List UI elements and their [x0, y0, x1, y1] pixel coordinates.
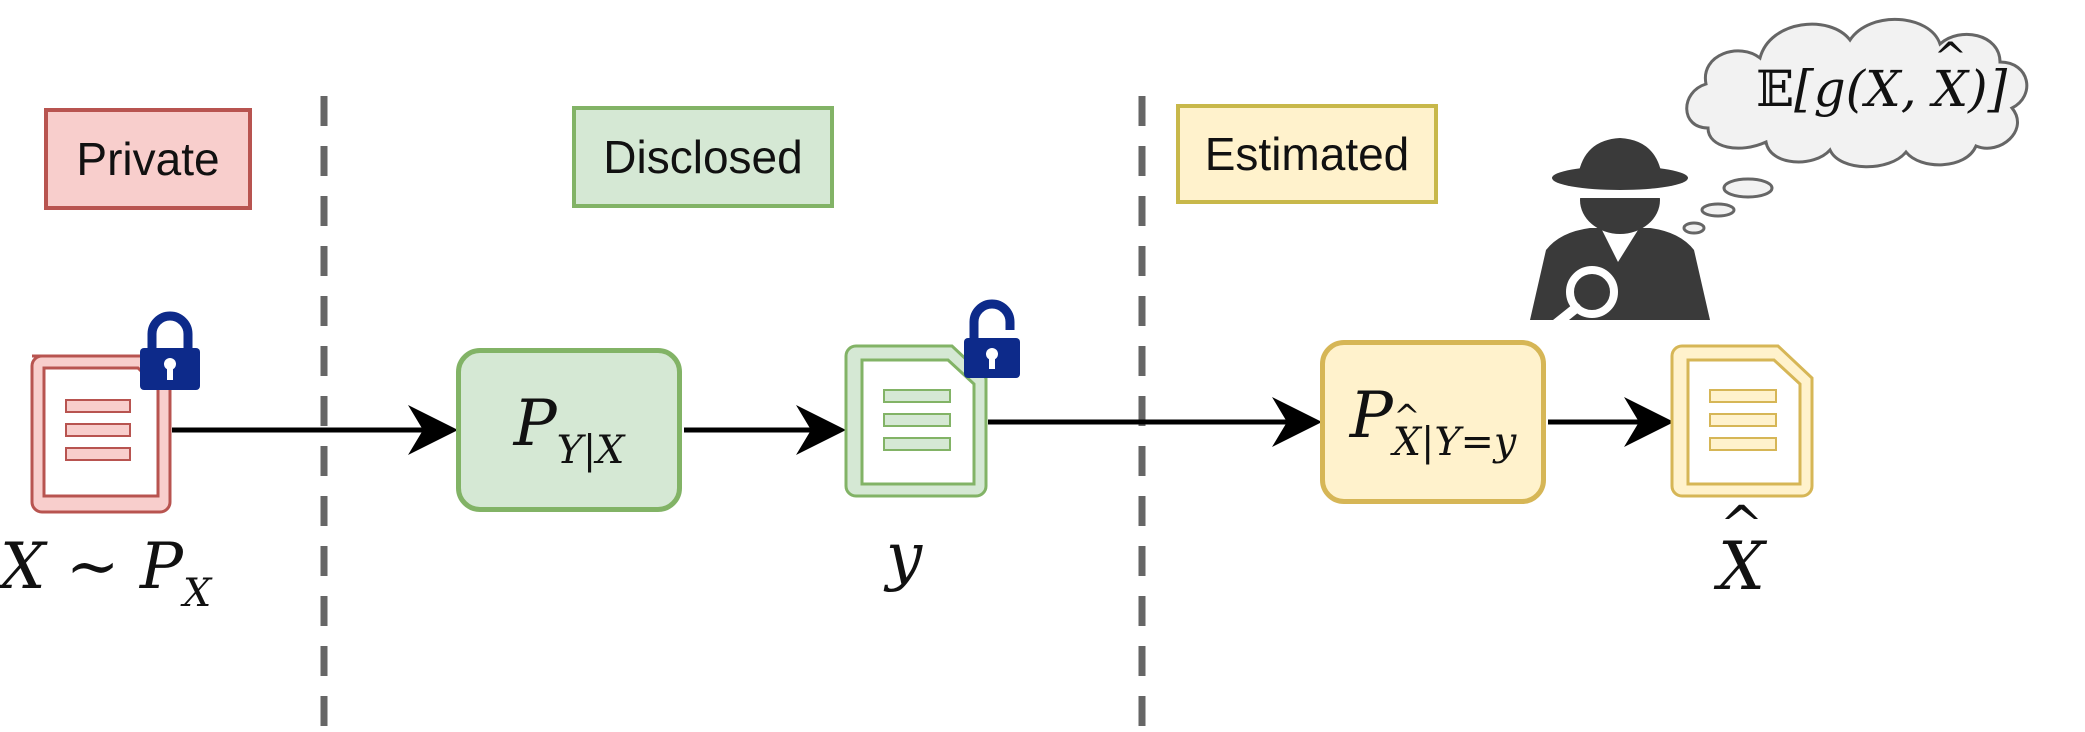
- private-document-icon: [30, 354, 172, 514]
- thought-expression: 𝔼[g(X, X)]: [1756, 35, 2008, 118]
- thought-hat-var: X: [1933, 35, 1969, 118]
- mechanism-sub: Y|X: [556, 426, 625, 473]
- source-var-sub: X: [182, 569, 212, 616]
- source-var-main: X: [0, 530, 46, 604]
- source-var-sep: ∼: [65, 530, 120, 604]
- mechanism-main: P: [513, 387, 557, 462]
- estimator-sub-hat: X: [1393, 399, 1422, 465]
- estimate-variable-label: X: [1718, 495, 1765, 605]
- thought-expectation: 𝔼: [1756, 60, 1795, 118]
- zone-label-estimated: Estimated: [1176, 104, 1438, 204]
- closed-lock-icon: [140, 311, 200, 390]
- mechanism-box: PY|X: [456, 348, 682, 512]
- source-variable-label: X ∼ PX: [0, 530, 211, 616]
- thought-close: )]: [1968, 60, 2008, 118]
- zone-label-disclosed: Disclosed: [572, 106, 834, 208]
- estimator-formula: PX|Y=y: [1350, 379, 1517, 465]
- estimate-document-icon: [1670, 344, 1814, 498]
- estimate-var: X: [1718, 495, 1765, 605]
- estimator-box: PX|Y=y: [1320, 340, 1546, 504]
- spy-icon: [1530, 138, 1710, 329]
- thought-open: [g(X,: [1794, 60, 1933, 118]
- open-lock-icon: [964, 299, 1020, 378]
- estimator-sub-rest: |Y=y: [1421, 418, 1517, 465]
- mechanism-formula: PY|X: [514, 387, 625, 473]
- disclosed-variable-label: y: [886, 520, 923, 594]
- zone-label-private: Private: [44, 108, 252, 210]
- source-var-p: P: [139, 530, 183, 604]
- estimator-main: P: [1349, 379, 1393, 454]
- disclosed-document-icon: [844, 344, 988, 498]
- thought-bubble: [1682, 18, 2029, 235]
